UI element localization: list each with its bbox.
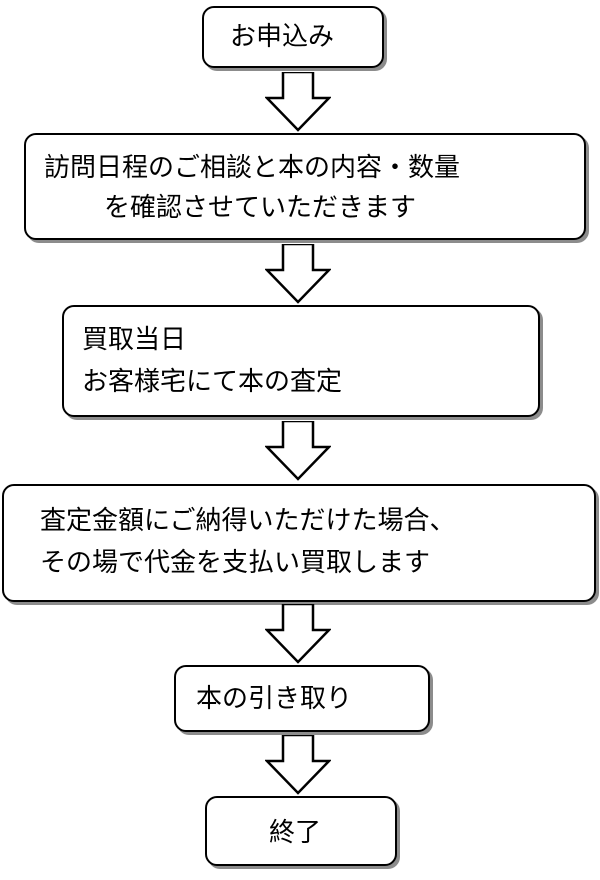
step-box-appraisal-day: 買取当日 お客様宅にて本の査定 [62,305,540,417]
step-label-schedule-confirm-line-1: 訪問日程のご相談と本の内容・数量 [44,153,461,183]
step-box-pickup: 本の引き取り [174,665,430,732]
step-box-payment: 査定金額にご納得いただけた場合、 その場で代金を支払い買取します [2,484,596,602]
flow-arrow-2 [265,244,331,304]
step-label-appraisal-day-line-2: お客様宅にて本の査定 [82,367,343,397]
step-label-payment-line-2: その場で代金を支払い買取します [40,548,431,578]
step-label-appraisal-day-line-1: 買取当日 [82,325,187,355]
step-label-payment-line-1: 査定金額にご納得いただけた場合、 [40,506,456,536]
step-label-schedule-confirm-line-2: を確認させていただきます [104,193,417,223]
step-box-schedule-confirm: 訪問日程のご相談と本の内容・数量 を確認させていただきます [24,133,586,240]
flow-arrow-3 [265,421,331,481]
step-box-end: 終了 [205,796,397,866]
step-box-application: お申込み [202,6,384,68]
flow-arrow-5 [265,735,331,795]
flow-arrow-1 [265,72,331,132]
step-label-pickup-line-1: 本の引き取り [196,684,353,714]
step-label-end-line-1: 終了 [269,818,322,848]
step-label-application-line-1: お申込み [230,22,335,52]
flow-arrow-4 [265,604,331,664]
